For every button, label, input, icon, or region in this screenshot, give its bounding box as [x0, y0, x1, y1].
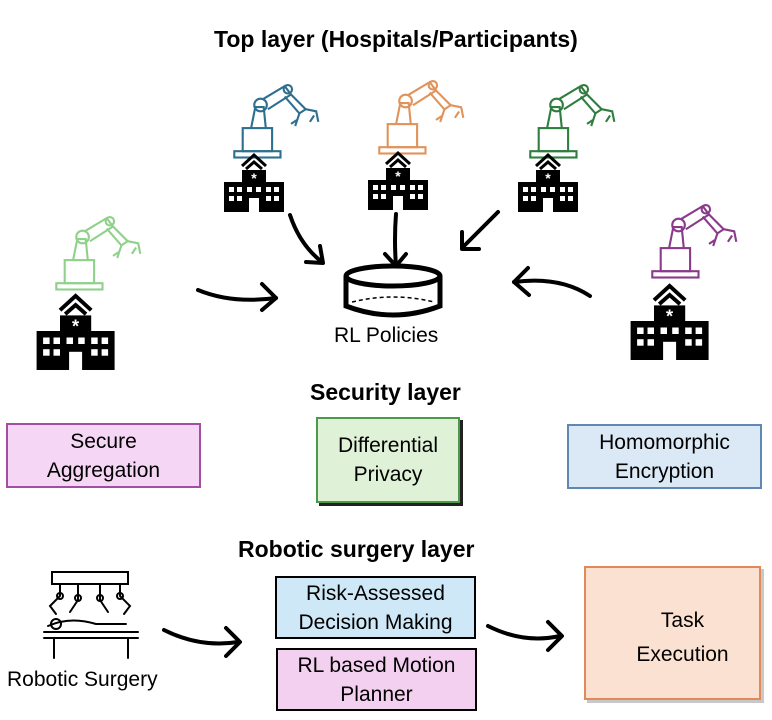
differential-privacy-line1: Differential [338, 434, 438, 457]
secure-aggregation-line1: Secure [70, 429, 137, 453]
task-execution-box: Task Execution [584, 566, 761, 700]
robot-arm-icon [55, 216, 142, 291]
surgical-robot-icon [43, 571, 139, 659]
task-execution-line2: Execution [636, 643, 729, 666]
arrow-top-right [460, 210, 500, 251]
participant-3 [516, 84, 616, 214]
differential-privacy-line2: Privacy [353, 463, 423, 486]
robotic-surgery-layer-title: Robotic surgery layer [238, 536, 475, 562]
homomorphic-encryption-box: Homomorphic Encryption [567, 424, 762, 489]
robotic-surgery-label: Robotic Surgery [7, 668, 158, 691]
robot-arm-icon [651, 204, 738, 279]
arrow-right [512, 266, 592, 298]
robot-arm-icon [233, 84, 320, 159]
arrow-left [196, 282, 278, 312]
security-layer-title: Security layer [310, 379, 461, 405]
participant-2 [366, 80, 465, 212]
differential-privacy-box: Differential Privacy [316, 417, 460, 503]
motion-planner-line2: Planner [340, 682, 413, 706]
participant-5 [628, 204, 738, 362]
top-layer-title: Top layer (Hospitals/Participants) [214, 26, 578, 52]
secure-aggregation-line2: Aggregation [46, 458, 161, 482]
robot-arm-icon [378, 80, 465, 155]
rl-policies-label: RL Policies [334, 324, 439, 347]
participant-1 [222, 84, 320, 214]
hospital-icon [34, 293, 117, 372]
homomorphic-encryption-line1: Homomorphic [599, 430, 730, 454]
task-execution-line1: Task [660, 609, 705, 632]
risk-assessed-decision-box: Risk-Assessed Decision Making [275, 576, 476, 639]
arrow-surgery-to-decision [162, 626, 242, 658]
hospital-icon [516, 153, 580, 214]
risk-assessed-line2: Decision Making [298, 610, 453, 634]
secure-aggregation-box: Secure Aggregation [6, 423, 201, 488]
arrow-decision-to-task [486, 620, 564, 652]
arrow-top-center [383, 212, 408, 268]
robot-arm-icon [529, 84, 616, 159]
participant-4 [34, 216, 142, 372]
hospital-icon [366, 151, 430, 212]
rl-policies-database-icon [343, 263, 443, 318]
hospital-icon [222, 153, 286, 214]
motion-planner-line1: RL based Motion [297, 653, 456, 677]
hospital-icon [628, 283, 711, 362]
homomorphic-encryption-line2: Encryption [614, 459, 715, 483]
rl-motion-planner-box: RL based Motion Planner [276, 648, 477, 711]
risk-assessed-line1: Risk-Assessed [306, 581, 445, 605]
arrow-top-left [288, 213, 325, 265]
